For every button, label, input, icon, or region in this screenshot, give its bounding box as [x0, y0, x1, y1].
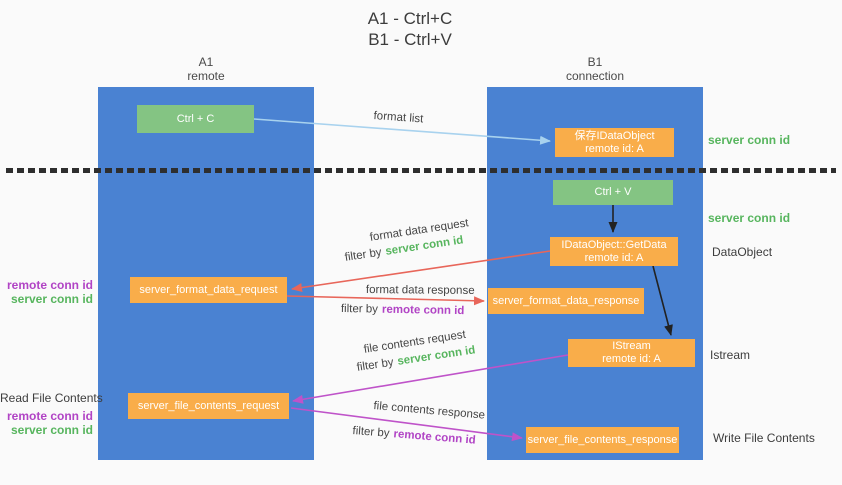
node-save-idataobject: 保存IDataObject remote id: A — [555, 128, 674, 157]
node-server-file-contents-request-label: server_file_contents_request — [137, 399, 280, 412]
lane-header-a1: A1 remote — [98, 55, 314, 83]
node-ctrl-c: Ctrl + C — [137, 105, 254, 133]
edge-filter-format-data-response: filter by remote conn id — [341, 303, 465, 317]
node-server-file-contents-response: server_file_contents_response — [526, 427, 679, 453]
filter-by-text: filter by — [340, 303, 379, 316]
node-idataobject-getdata-line2: remote id: A — [584, 251, 644, 264]
node-server-format-data-response: server_format_data_response — [488, 288, 644, 314]
edge-label-file-contents-response-text: file contents response — [372, 400, 486, 422]
edge-label-format-data-response-text: format data response — [365, 284, 475, 297]
lane-header-b1: B1 connection — [487, 55, 703, 83]
title-line-2: B1 - Ctrl+V — [368, 30, 452, 49]
node-idataobject-getdata: IDataObject::GetData remote id: A — [550, 237, 678, 266]
lane-header-b1-subtitle: connection — [565, 69, 625, 83]
annotation-server-conn-id-top: server conn id — [708, 133, 791, 147]
node-server-file-contents-request: server_file_contents_request — [128, 393, 289, 419]
node-server-file-contents-response-label: server_file_contents_response — [527, 433, 678, 446]
edge-label-format-list: format list — [373, 110, 424, 125]
annotation-server-conn-id-mid: server conn id — [708, 211, 791, 225]
title-line-1: A1 - Ctrl+C — [367, 9, 453, 28]
lane-header-b1-name: B1 — [587, 55, 603, 69]
annotation-format-remote-conn-id: remote conn id — [6, 278, 93, 292]
filter-by-text: filter by — [344, 246, 383, 264]
node-save-idataobject-line2: remote id: A — [585, 142, 644, 155]
filter-by-text: filter by — [352, 425, 390, 440]
annotation-file-server-conn-id: server conn id — [10, 423, 93, 437]
lane-header-a1-name: A1 — [198, 55, 214, 69]
section-divider-dotted — [6, 168, 836, 173]
annotation-file-remote-conn-id: remote conn id — [6, 409, 93, 423]
node-ctrl-v-label: Ctrl + V — [594, 186, 632, 198]
annotation-format-server-conn-id: server conn id — [10, 292, 93, 306]
node-istream-line1: IStream — [612, 340, 651, 352]
node-server-format-data-request: server_format_data_request — [130, 277, 287, 303]
annotation-read-file-contents: Read File Contents — [0, 391, 103, 405]
edge-label-format-list-text: format list — [373, 110, 424, 126]
annotation-dataobject: DataObject — [712, 245, 773, 259]
filter-key-remote-conn-id: remote conn id — [393, 428, 477, 447]
annotation-istream: Istream — [710, 348, 751, 362]
node-idataobject-getdata-line1: IDataObject::GetData — [561, 238, 667, 251]
diagram-title: A1 - Ctrl+C B1 - Ctrl+V — [0, 8, 820, 50]
lane-header-a1-subtitle: remote — [187, 69, 225, 83]
filter-key-remote-conn-id: remote conn id — [381, 303, 465, 318]
annotation-group-format-conn-ids: remote conn id server conn id — [0, 278, 93, 306]
node-ctrl-v: Ctrl + V — [553, 180, 673, 205]
node-server-format-data-request-label: server_format_data_request — [139, 283, 278, 296]
node-ctrl-c-label: Ctrl + C — [176, 112, 215, 125]
annotation-group-file-conn-ids: remote conn id server conn id — [0, 409, 93, 437]
filter-by-text: filter by — [356, 356, 395, 374]
edge-label-format-data-response: format data response — [366, 284, 475, 297]
edge-label-file-contents-response: file contents response — [373, 400, 485, 422]
node-istream-line2: remote id: A — [602, 353, 661, 365]
node-save-idataobject-line1: 保存IDataObject — [574, 129, 655, 142]
node-server-format-data-response-label: server_format_data_response — [492, 294, 640, 307]
node-istream: IStream remote id: A — [568, 339, 695, 367]
edge-filter-file-contents-response: filter by remote conn id — [352, 425, 476, 447]
annotation-write-file-contents: Write File Contents — [713, 431, 815, 445]
